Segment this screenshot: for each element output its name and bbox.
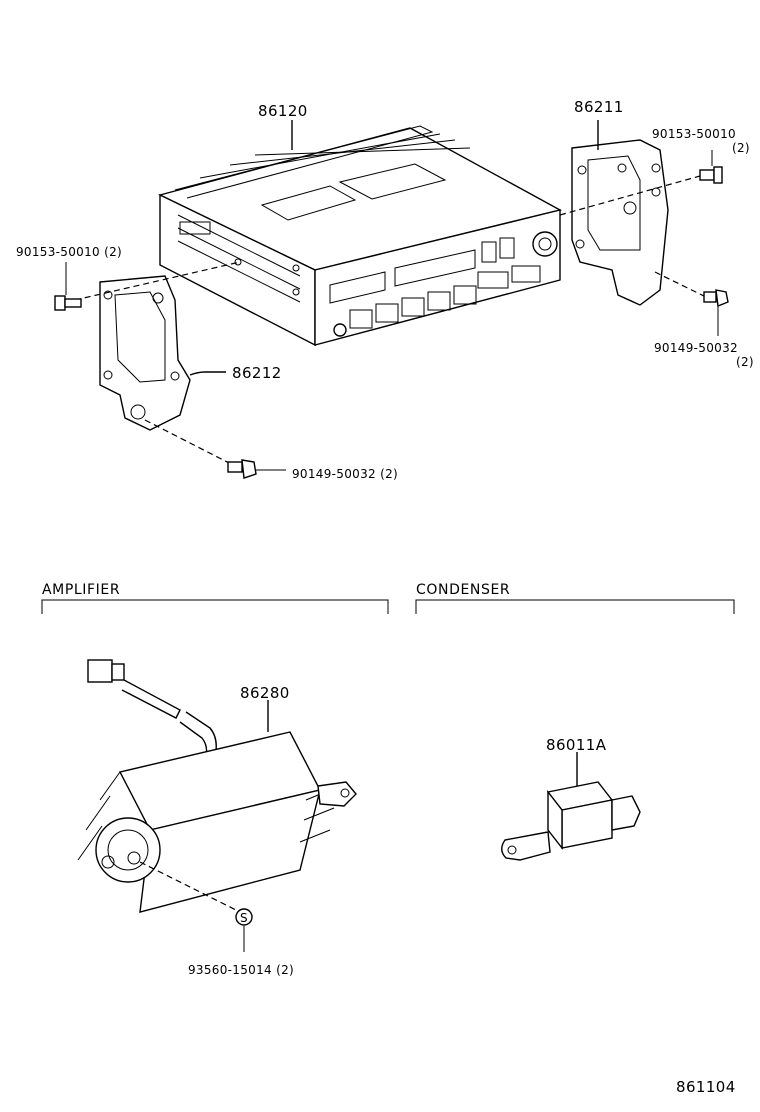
bolt-bottom-left-icon [227,459,257,479]
washer-symbol: S [240,911,248,925]
screw-left-label: 90153-50010 (2) [16,245,122,259]
screw-top-right-icon [699,166,723,184]
condenser-icon [501,781,641,861]
screw-top-right-qty: (2) [732,141,750,155]
radio-head-unit: 86120 [158,102,562,347]
bracket-right: 86211 90153-50010 (2) 90149-50032 (2) [559,98,754,369]
amplifier-section: AMPLIFIER 86280 [41,582,389,977]
screw-top-right-part-number: 90153-50010 [652,127,736,141]
amplifier-section-title: AMPLIFIER [42,582,120,598]
bracket-left-part-number: 86212 [232,364,282,382]
amplifier-fastener-label: 93560-15014 (2) [188,963,294,977]
bracket-right-part-number: 86211 [574,98,624,116]
bracket-left: 86212 90153-50010 (2) 90149-50032 (2) [16,245,398,481]
amplifier-part-number: 86280 [240,684,290,702]
diagram-id: 861104 [676,1078,736,1096]
condenser-section-title: CONDENSER [416,582,510,598]
head-unit-part-number: 86120 [258,102,308,120]
condenser-part-number: 86011A [546,736,607,754]
bolt-bottom-right-qty: (2) [736,355,754,369]
bolt-bottom-left-label: 90149-50032 (2) [292,467,398,481]
washer-s-icon: S [235,908,253,926]
bolt-bottom-right-part-number: 90149-50032 [654,341,738,355]
screw-left-icon [54,295,82,311]
bolt-bottom-right-icon [703,289,729,307]
condenser-section: CONDENSER 86011A [415,582,735,861]
